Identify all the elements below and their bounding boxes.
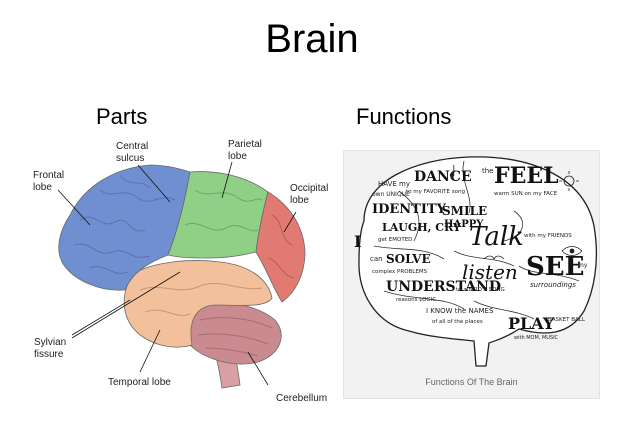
functions-dividers <box>373 160 580 320</box>
label-central-line2: sulcus <box>116 153 144 164</box>
word-understand: UNDERSTAND <box>386 279 501 295</box>
temporal-lobe <box>123 260 273 348</box>
frontal-gyri <box>74 174 176 274</box>
label-sylvian-line2: fissure <box>34 349 64 360</box>
word-identity: IDENTITY <box>372 202 447 217</box>
functions-caption: Functions Of The Brain <box>425 377 518 387</box>
occipital-lobe <box>255 191 306 303</box>
word-feel: FEEL <box>494 163 559 189</box>
word-basketball: BASKET BALL <box>548 317 586 323</box>
functions-panel: HAVE my own UNIQUE DANCE to my FAVORITE … <box>343 150 600 399</box>
word-the: the <box>482 167 494 175</box>
parietal-lobe <box>167 171 269 259</box>
word-have: HAVE my <box>378 180 410 188</box>
word-extra: with MOM, MUSIC <box>514 335 559 341</box>
word-can: can <box>370 255 383 263</box>
brain-functions-drawing: HAVE my own UNIQUE DANCE to my FAVORITE … <box>354 156 598 367</box>
word-problems: complex PROBLEMS <box>372 269 428 275</box>
word-emotions: get EMOTED <box>378 237 412 243</box>
functions-brain-outline <box>358 156 598 367</box>
word-talk: Talk <box>469 222 524 252</box>
label-occipital-line2: lobe <box>290 195 309 206</box>
music-note-icon <box>449 165 455 178</box>
word-logic: reasons LOGIC <box>396 297 436 303</box>
parietal-gyri <box>184 189 263 232</box>
cerebellum-folia <box>197 317 273 357</box>
occipital-gyri <box>267 214 295 279</box>
word-with-friends: with my FRIENDS <box>524 233 572 239</box>
word-i: I <box>354 232 361 251</box>
label-occipital-line1: Occipital <box>290 183 328 194</box>
parts-heading: Parts <box>96 104 148 129</box>
label-parietal-line2: lobe <box>228 151 247 162</box>
label-frontal-line1: Frontal <box>33 170 64 181</box>
label-leader-lines <box>57 161 297 386</box>
word-listen: listen <box>462 260 518 284</box>
eye-icon <box>561 246 583 256</box>
slide-title: Brain <box>265 17 359 61</box>
word-play: PLAY <box>508 314 555 333</box>
word-birds: to a BIRD'S SONG <box>456 287 505 293</box>
brain-parts-diagram: Frontal lobe Central sulcus Parietal lob… <box>33 139 328 404</box>
word-know-names: I KNOW the NAMES <box>426 307 494 315</box>
word-smile: SMILE <box>442 204 487 218</box>
word-favorite: to my FAVORITE song <box>406 189 465 195</box>
word-dance: DANCE <box>414 169 472 185</box>
word-surroundings: surroundings <box>530 281 576 289</box>
label-cerebellum: Cerebellum <box>276 393 327 404</box>
label-parietal-line1: Parietal <box>228 139 262 150</box>
word-happy: HAPPY <box>444 219 484 230</box>
functions-heading: Functions <box>356 104 452 129</box>
bird-icon <box>483 255 505 260</box>
sun-icon <box>559 171 579 191</box>
word-my: my <box>578 262 588 269</box>
word-laugh: LAUGH, CRY <box>382 221 461 234</box>
label-sylvian-line1: Sylvian <box>34 337 66 348</box>
temporal-gyri <box>139 282 263 316</box>
label-frontal-line2: lobe <box>33 182 52 193</box>
word-unique: own UNIQUE <box>372 191 410 198</box>
label-central-line1: Central <box>116 141 148 152</box>
word-warm: warm SUN on my FACE <box>494 191 558 197</box>
label-temporal: Temporal lobe <box>108 377 171 388</box>
word-places: of all of the places <box>432 319 483 325</box>
word-solve: SOLVE <box>386 252 431 266</box>
word-see: SEE <box>526 252 584 282</box>
